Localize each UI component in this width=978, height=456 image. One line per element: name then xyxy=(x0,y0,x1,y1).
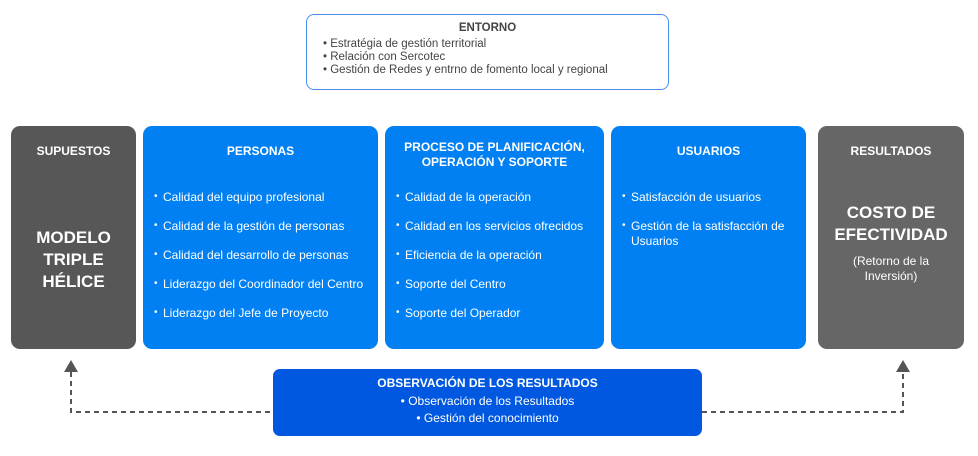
left-dashed-connector xyxy=(70,372,273,413)
list-item: Gestión de la satisfacción de Usuarios xyxy=(622,218,796,249)
list-item: Calidad del desarrollo de personas xyxy=(154,247,368,263)
list-item: Liderazgo del Jefe de Proyecto xyxy=(154,305,368,321)
list-item: Liderazgo del Coordinador del Centro xyxy=(154,276,368,292)
main-text: COSTO DE xyxy=(846,203,936,222)
list-item: Calidad de la operación xyxy=(396,189,594,205)
right-dashed-connector xyxy=(702,372,904,413)
list-item: Soporte del Operador xyxy=(396,305,594,321)
resultados-title: RESULTADOS xyxy=(850,144,932,158)
arrow-up-icon xyxy=(896,360,910,372)
arrow-up-icon xyxy=(64,360,78,372)
personas-title: PERSONAS xyxy=(226,144,295,158)
usuarios-box: USUARIOS Satisfacción de usuarios Gestió… xyxy=(611,126,806,349)
main-text: MODELO xyxy=(36,228,111,247)
entorno-box: ENTORNO Estratégia de gestión territoria… xyxy=(306,14,669,90)
list-item-label: Gestión del conocimiento xyxy=(423,411,559,425)
main-text: HÉLICE xyxy=(42,272,105,291)
list-item: Estratégia de gestión territorial xyxy=(323,38,668,51)
list-item: Calidad del equipo profesional xyxy=(154,189,368,205)
list-item: • Gestión del conocimiento xyxy=(416,411,559,425)
observacion-box: OBSERVACIÓN DE LOS RESULTADOS • Observac… xyxy=(273,369,702,436)
main-text: TRIPLE xyxy=(43,250,104,269)
list-item: Calidad en los servicios ofrecidos xyxy=(396,218,594,234)
proceso-title: PROCESO DE PLANIFICACIÓN, OPERACIÓN Y SO… xyxy=(404,140,585,169)
main-text: EFECTIVIDAD xyxy=(834,225,948,244)
observacion-title: OBSERVACIÓN DE LOS RESULTADOS xyxy=(377,376,598,390)
list-item: Soporte del Centro xyxy=(396,276,594,292)
resultados-box: RESULTADOS COSTO DE EFECTIVIDAD (Retorno… xyxy=(818,126,964,349)
sub-text: (Retorno de la Inversión) xyxy=(852,254,930,283)
list-item: Eficiencia de la operación xyxy=(396,247,594,263)
list-item: Calidad de la gestión de personas xyxy=(154,218,368,234)
usuarios-title: USUARIOS xyxy=(676,144,741,158)
list-item: Satisfacción de usuarios xyxy=(622,189,796,205)
personas-box: PERSONAS Calidad del equipo profesional … xyxy=(143,126,378,349)
list-item: Gestión de Redes y entrno de fomento loc… xyxy=(323,64,668,77)
list-item: Relación con Sercotec xyxy=(323,51,668,64)
list-item: • Observación de los Resultados xyxy=(400,394,575,408)
supuestos-box: SUPUESTOS MODELO TRIPLE HÉLICE xyxy=(11,126,136,349)
list-item-label: Observación de los Resultados xyxy=(408,394,575,408)
proceso-box: PROCESO DE PLANIFICACIÓN, OPERACIÓN Y SO… xyxy=(385,126,604,349)
entorno-title: ENTORNO xyxy=(458,22,517,34)
supuestos-title: SUPUESTOS xyxy=(36,144,111,158)
